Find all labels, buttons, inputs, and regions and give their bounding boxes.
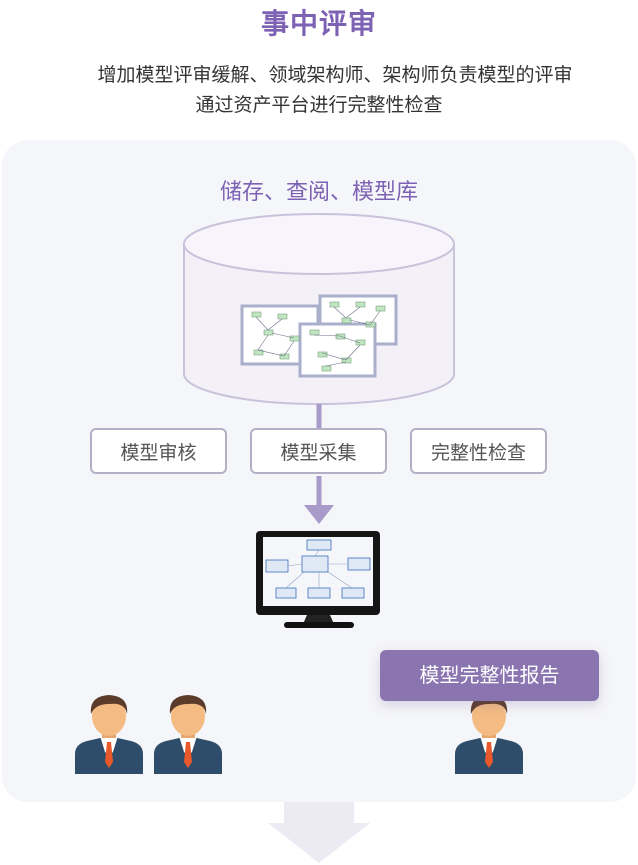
person-icon xyxy=(154,695,222,774)
page-title: 事中评审 xyxy=(260,7,377,40)
tag-model-collection: 模型采集 xyxy=(250,428,387,474)
integrity-report-badge: 模型完整性报告 xyxy=(380,650,599,701)
tag-model-review: 模型审核 xyxy=(90,428,227,474)
diagram-thumbnail-icon xyxy=(240,294,398,378)
down-arrow-icon xyxy=(268,823,370,863)
tag-integrity-check: 完整性检查 xyxy=(410,428,547,474)
description-line-1: 增加模型评审缓解、领域架构师、架构师负责模型的评审 xyxy=(97,64,573,86)
description-line-2: 通过资产平台进行完整性检查 xyxy=(195,94,443,116)
person-icon xyxy=(455,695,523,774)
monitor-icon xyxy=(256,531,380,628)
repository-title: 储存、查阅、模型库 xyxy=(219,180,418,205)
person-icon xyxy=(75,695,143,774)
